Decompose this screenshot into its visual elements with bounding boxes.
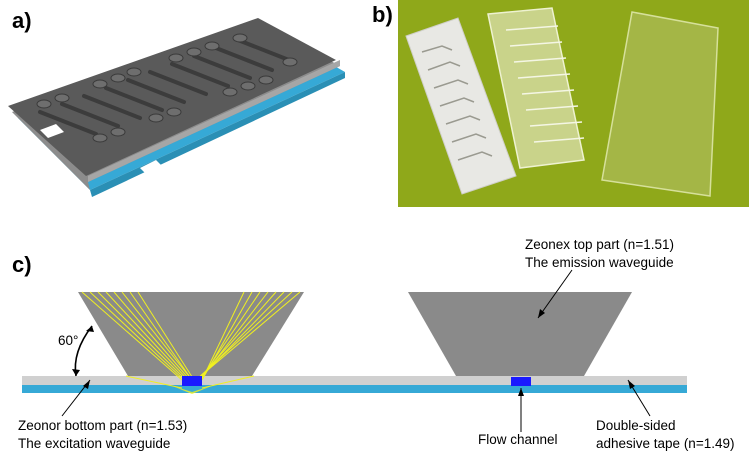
- substrate-layer: [22, 376, 687, 385]
- panel-label-c: c): [12, 252, 32, 277]
- light-rays: [81, 291, 301, 389]
- emission-waveguide-left: [78, 292, 304, 376]
- tape-label-2: adhesive tape (n=1.49): [596, 436, 735, 451]
- flow-channel-label: Flow channel: [478, 432, 558, 447]
- angle-label: 60°: [58, 333, 79, 348]
- emission-waveguide-right: [408, 292, 632, 376]
- flow-channel-left: [182, 376, 202, 386]
- flow-channel-right: [511, 377, 531, 386]
- zeonex-label-2: The emission waveguide: [525, 255, 674, 270]
- photo-parts-drawing: [405, 7, 719, 197]
- panel-label-a: a): [12, 8, 32, 33]
- zeonex-callout: [537, 269, 573, 319]
- photo-chip-parts: [398, 0, 749, 207]
- zeonex-label-1: Zeonex top part (n=1.51): [525, 237, 674, 252]
- chip-3d-render: [8, 18, 345, 197]
- panel-label-b: b): [372, 2, 393, 27]
- adhesive-tape-layer: [22, 385, 687, 393]
- zeonor-label-1: Zeonor bottom part (n=1.53): [18, 418, 188, 433]
- tape-label-1: Double-sided: [596, 418, 676, 433]
- zeonor-label-2: The excitation waveguide: [18, 436, 171, 451]
